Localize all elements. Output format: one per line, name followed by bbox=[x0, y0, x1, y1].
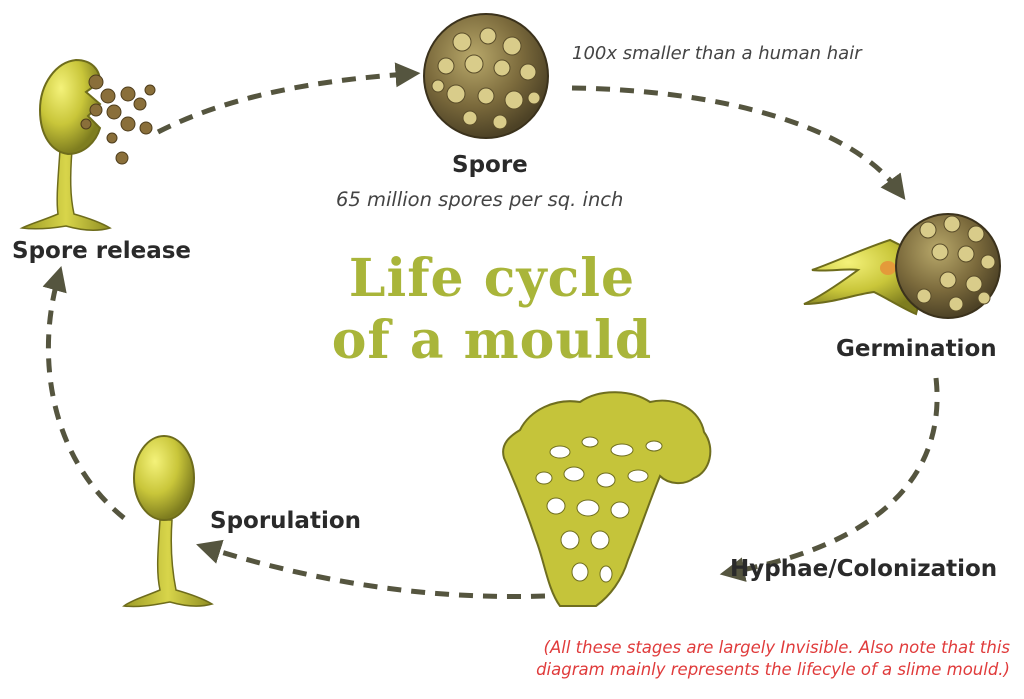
germination-icon bbox=[803, 213, 1001, 319]
arrow-release-to-spore bbox=[156, 62, 421, 135]
spore-label: Spore bbox=[452, 152, 528, 178]
arrow-germination-to-hyphae bbox=[719, 377, 940, 582]
spore-release-icon bbox=[19, 58, 156, 231]
hyphae-icon bbox=[502, 391, 712, 607]
arrow-spore-to-germination bbox=[571, 85, 906, 201]
title-line-1: Life cycle bbox=[348, 248, 636, 309]
spore-icon bbox=[423, 13, 549, 139]
spore-count-note: 65 million spores per sq. inch bbox=[336, 188, 624, 211]
arrow-sporulation-to-release bbox=[42, 265, 126, 520]
disclaimer-line-1: (All these stages are largely Invisible.… bbox=[543, 638, 1010, 657]
spore-release-label: Spore release bbox=[12, 238, 192, 264]
arrow-hyphae-to-sporulation bbox=[196, 539, 546, 599]
sporulation-label: Sporulation bbox=[210, 508, 362, 534]
sporulation-icon bbox=[122, 435, 214, 608]
disclaimer-note: (All these stages are largely Invisible.… bbox=[536, 637, 1010, 681]
spore-size-note: 100x smaller than a human hair bbox=[572, 43, 862, 64]
hyphae-label: Hyphae/Colonization bbox=[730, 556, 998, 582]
diagram-title: Life cycle of a mould bbox=[322, 248, 662, 372]
cycle-arrows bbox=[42, 62, 940, 599]
germination-label: Germination bbox=[836, 336, 997, 362]
title-line-2: of a mould bbox=[331, 310, 653, 371]
disclaimer-line-2: diagram mainly represents the lifecyle o… bbox=[536, 660, 1010, 679]
